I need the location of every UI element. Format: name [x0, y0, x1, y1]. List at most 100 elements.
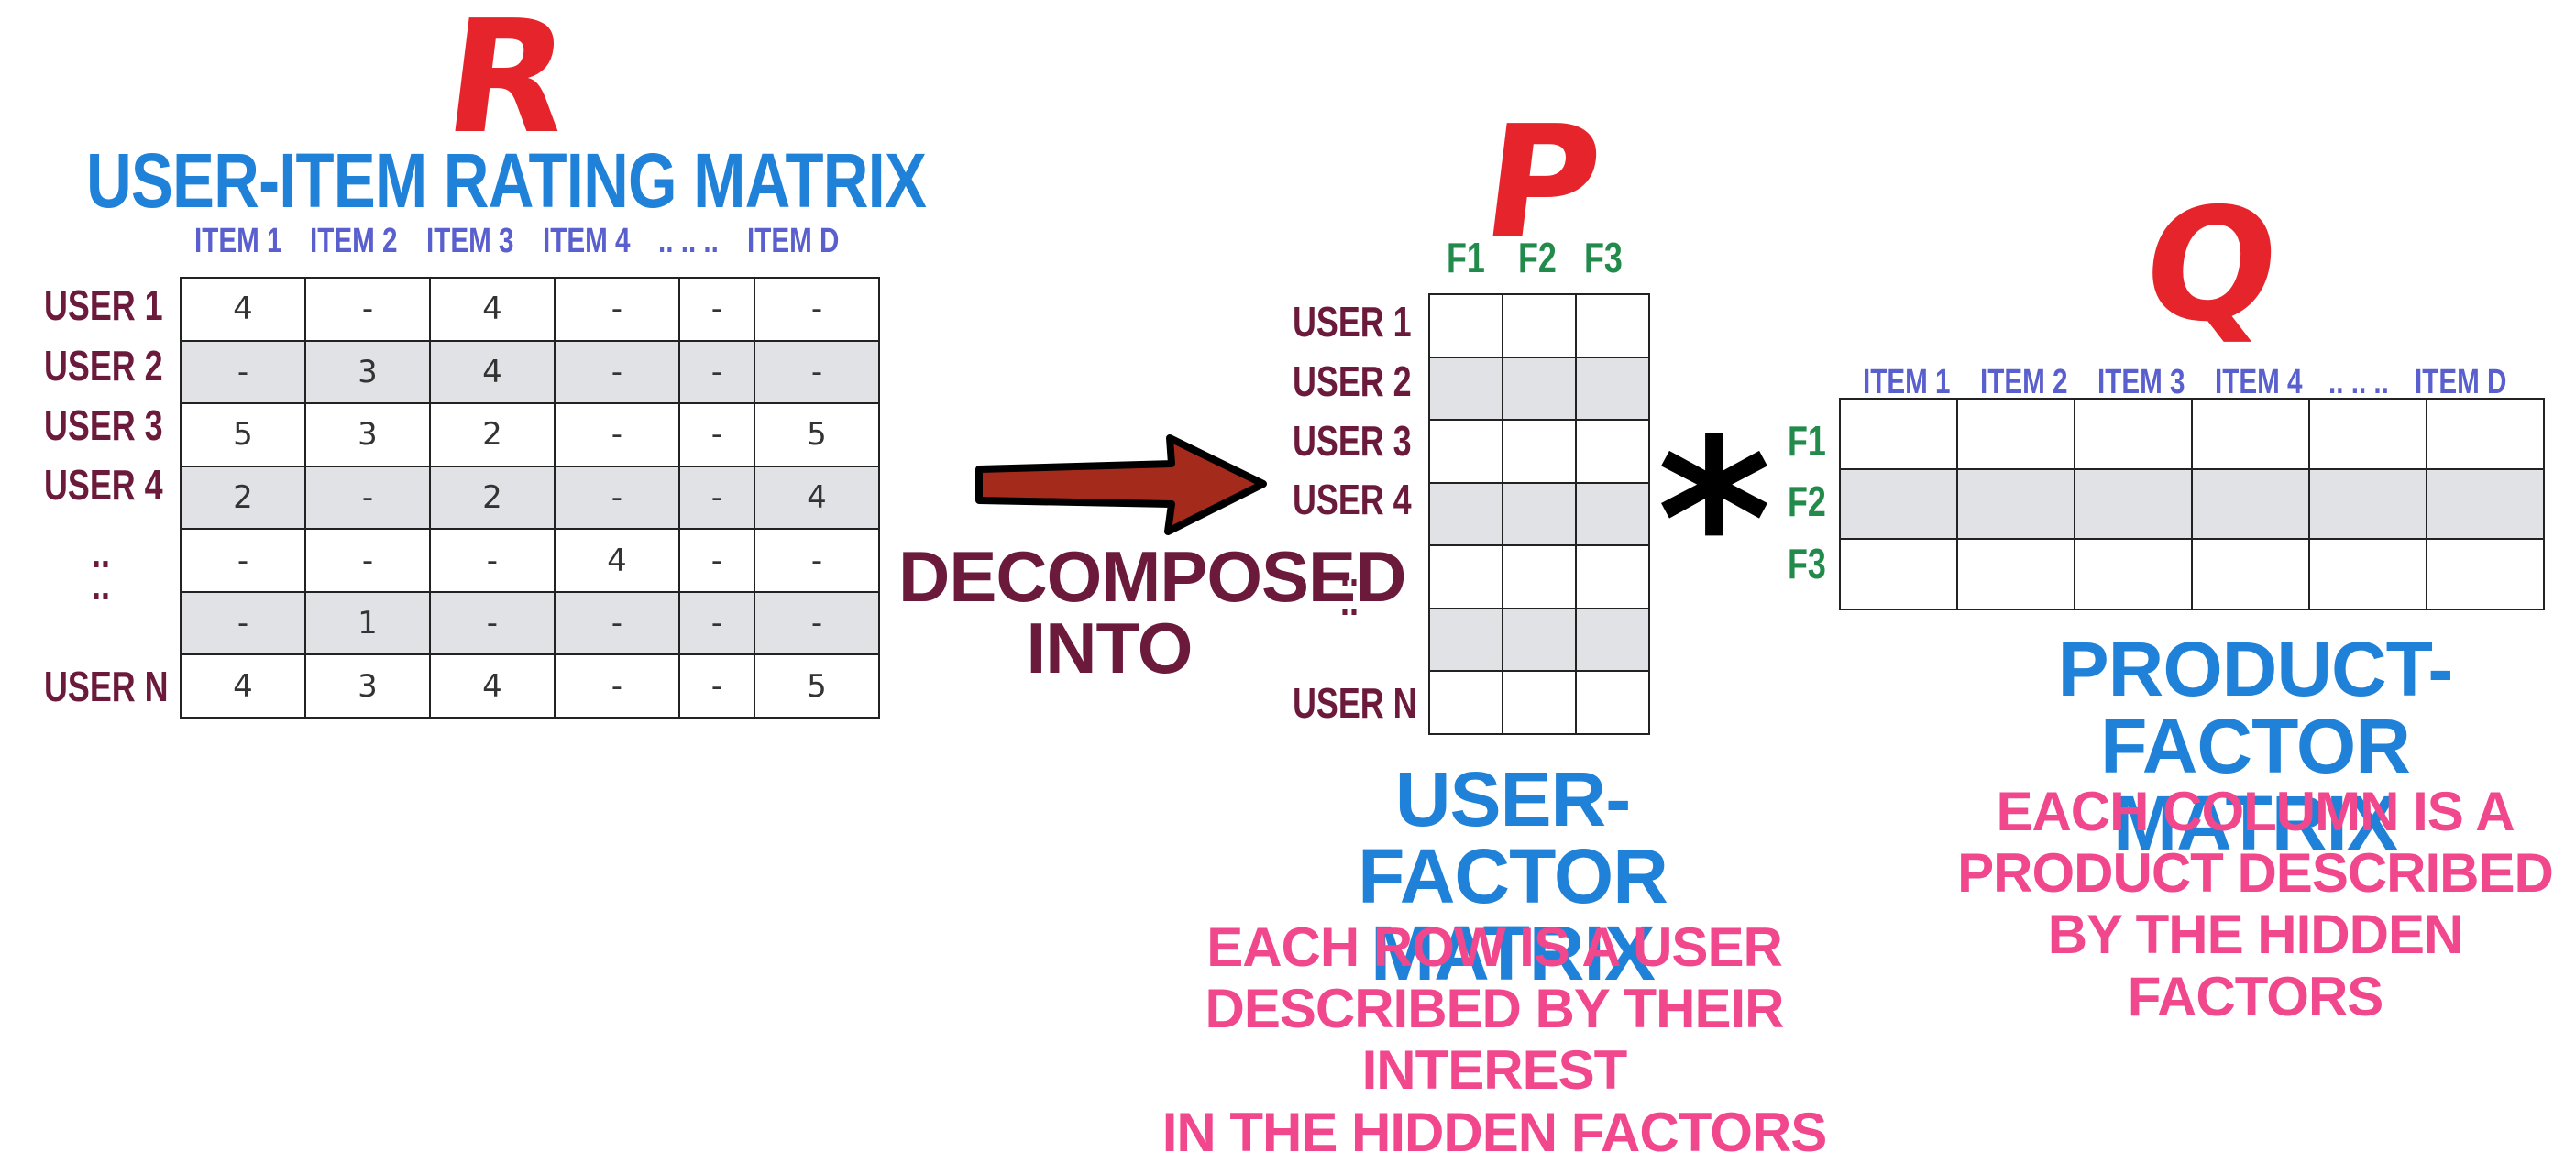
- r-cell: 4: [428, 653, 556, 719]
- q-cell: [2074, 467, 2193, 541]
- r-col-header: ITEM 3: [426, 222, 514, 260]
- r-cell: 4: [428, 339, 556, 405]
- q-title: PRODUCT-FACTOR MATRIX: [1953, 631, 2558, 861]
- p-cell: [1502, 670, 1577, 735]
- p-cell: [1428, 607, 1503, 673]
- r-cell: -: [428, 590, 556, 656]
- r-cell: -: [754, 339, 880, 405]
- q-col-header: ITEM 2: [1980, 363, 2068, 401]
- q-row-label: F2: [1788, 477, 1826, 525]
- r-col-header: ITEM D: [747, 222, 840, 260]
- r-cell: -: [553, 339, 680, 405]
- q-col-header: ITEM 4: [2215, 363, 2303, 401]
- multiply-icon: *: [1657, 392, 1772, 649]
- r-row-label: ..: [92, 561, 110, 609]
- p-cell: [1428, 356, 1503, 422]
- p-title-line: USER-FACTOR: [1358, 756, 1668, 919]
- p-col-header: F1: [1447, 234, 1485, 281]
- q-col-header: ITEM D: [2415, 363, 2507, 401]
- q-cell: [1956, 398, 2075, 470]
- r-cell: -: [303, 277, 431, 342]
- q-cell: [2191, 467, 2310, 541]
- p-cell: [1502, 607, 1577, 673]
- r-title: USER-ITEM RATING MATRIX: [86, 137, 927, 224]
- p-cell: [1428, 419, 1503, 484]
- r-cell: 5: [180, 402, 306, 467]
- q-cell: [1839, 467, 1958, 541]
- r-cell: 5: [754, 653, 880, 719]
- q-cell: [2426, 398, 2545, 470]
- p-cell: [1502, 293, 1577, 358]
- r-cell: 2: [180, 465, 306, 531]
- p-row-label: ..: [1340, 547, 1359, 595]
- p-description-line: IN THE HIDDEN FACTORS: [1161, 1101, 1828, 1163]
- r-col-header: ITEM 4: [543, 222, 631, 260]
- r-cell: -: [677, 465, 756, 531]
- p-cell: [1502, 481, 1577, 547]
- r-cell: -: [754, 590, 880, 656]
- q-row-label: F1: [1788, 417, 1826, 465]
- p-row-label: USER 2: [1293, 357, 1412, 405]
- r-cell: -: [677, 277, 756, 342]
- r-row-label: ..: [92, 529, 110, 576]
- q-description-line: BY THE HIDDEN: [2047, 904, 2464, 966]
- r-cell: -: [677, 528, 756, 593]
- q-cell: [2308, 398, 2427, 470]
- q-description-line: FACTORS: [2127, 965, 2384, 1027]
- q-cell: [2308, 538, 2427, 610]
- q-col-header: .. .. ..: [2328, 363, 2389, 401]
- r-cell: 3: [303, 653, 431, 719]
- r-cell: 2: [428, 402, 556, 467]
- r-cell: 3: [303, 402, 431, 467]
- p-cell: [1575, 419, 1650, 484]
- r-cell: -: [677, 590, 756, 656]
- r-cell: -: [677, 653, 756, 719]
- p-col-header: F3: [1584, 234, 1623, 281]
- q-description-line: EACH COLUMN IS A: [1996, 781, 2515, 842]
- r-col-header: ITEM 2: [310, 222, 398, 260]
- r-cell: -: [754, 528, 880, 593]
- q-cell: [2426, 467, 2545, 541]
- q-col-header: ITEM 3: [2097, 363, 2185, 401]
- r-letter: R: [435, 0, 579, 169]
- r-cell: -: [428, 528, 556, 593]
- r-row-label: USER N: [44, 663, 169, 710]
- r-cell: -: [553, 653, 680, 719]
- p-cell: [1502, 419, 1577, 484]
- q-title-line: PRODUCT-FACTOR: [2057, 626, 2454, 789]
- q-cell: [1839, 538, 1958, 610]
- r-cell: 5: [754, 402, 880, 467]
- p-cell: [1575, 356, 1650, 422]
- p-col-header: F2: [1518, 234, 1557, 281]
- p-row-label: USER 4: [1293, 476, 1412, 523]
- p-cell: [1428, 481, 1503, 547]
- q-row-label: F3: [1788, 540, 1826, 587]
- r-cell: -: [180, 528, 306, 593]
- q-cell: [1839, 398, 1958, 470]
- r-col-header: ITEM 1: [194, 222, 282, 260]
- p-description: EACH ROW IS A USER DESCRIBED BY THEIR IN…: [1100, 916, 1888, 1163]
- r-cell: -: [180, 590, 306, 656]
- r-cell: -: [553, 590, 680, 656]
- q-cell: [2308, 467, 2427, 541]
- q-title-line: MATRIX: [2113, 780, 2398, 866]
- r-cell: 4: [553, 528, 680, 593]
- p-title-line: MATRIX: [1371, 910, 1656, 996]
- q-cell: [2074, 538, 2193, 610]
- r-row-label: USER 2: [44, 342, 163, 389]
- p-row-label: ..: [1340, 576, 1359, 624]
- p-row-label: USER 1: [1293, 298, 1412, 346]
- p-cell: [1575, 293, 1650, 358]
- p-row-label: USER N: [1293, 679, 1417, 727]
- r-row-label: USER 1: [44, 281, 163, 329]
- r-cell: -: [553, 402, 680, 467]
- r-cell: -: [553, 465, 680, 531]
- r-cell: 4: [180, 277, 306, 342]
- p-cell: [1428, 544, 1503, 609]
- p-cell: [1428, 670, 1503, 735]
- p-row-label: USER 3: [1293, 417, 1412, 465]
- q-cell: [1956, 538, 2075, 610]
- decomposed-label-line: DECOMPOSED: [898, 536, 1406, 617]
- r-row-label: USER 3: [44, 401, 163, 449]
- p-description-line: DESCRIBED BY THEIR INTEREST: [1205, 978, 1785, 1102]
